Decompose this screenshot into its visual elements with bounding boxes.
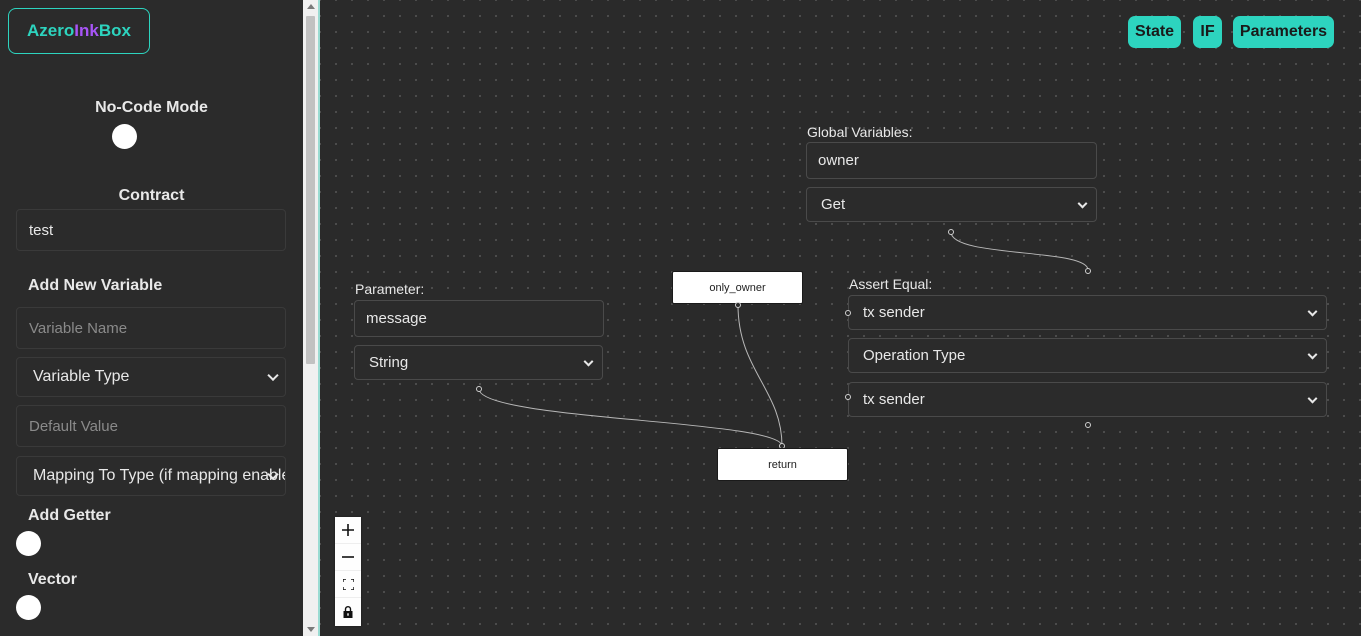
zoom-out-button[interactable] [335, 544, 361, 571]
contract-name-input[interactable]: test [16, 209, 286, 251]
parameter-type-select[interactable]: String [354, 345, 603, 380]
fit-view-icon [342, 578, 354, 590]
plus-icon [342, 524, 354, 536]
global-operation-select[interactable]: Get [806, 187, 1097, 222]
chevron-down-icon [1077, 198, 1088, 209]
scroll-down-arrow-icon[interactable] [307, 627, 315, 632]
sidebar-scrollbar[interactable] [303, 0, 318, 636]
assert-left-handle[interactable] [845, 310, 851, 316]
no-code-mode-toggle[interactable] [112, 124, 137, 149]
chevron-down-icon [583, 356, 594, 367]
return-node[interactable]: return [717, 448, 848, 481]
global-operation-value: Get [821, 196, 846, 213]
lock-button[interactable] [335, 598, 361, 625]
only-owner-node[interactable]: only_owner [672, 271, 803, 304]
default-value-placeholder: Default Value [29, 417, 118, 435]
panel-divider [318, 0, 320, 636]
vector-toggle[interactable] [16, 595, 41, 620]
parameter-type-value: String [369, 354, 409, 371]
add-getter-label: Add Getter [28, 507, 111, 524]
only-owner-node-label: only_owner [709, 281, 766, 294]
global-variables-label: Global Variables: [807, 124, 913, 140]
assert-equal-label: Assert Equal: [849, 276, 933, 292]
logo-text-ink: Ink [74, 21, 99, 40]
state-button[interactable]: State [1128, 16, 1181, 48]
variable-name-input[interactable]: Variable Name [16, 307, 286, 349]
assert-right-handle[interactable] [845, 394, 851, 400]
assert-operation-value: Operation Type [863, 347, 966, 364]
assert-equal-input-handle[interactable] [1085, 268, 1091, 274]
vector-label: Vector [28, 571, 77, 588]
mapping-type-select[interactable]: Mapping To Type (if mapping enabled) [16, 456, 286, 496]
chevron-down-icon [1307, 393, 1318, 404]
assert-left-select[interactable]: tx sender [848, 295, 1327, 330]
assert-right-value: tx sender [863, 391, 925, 408]
contract-label: Contract [118, 187, 185, 204]
lock-icon [343, 605, 353, 618]
variable-name-placeholder: Variable Name [29, 319, 128, 337]
fit-view-button[interactable] [335, 571, 361, 598]
global-variables-output-handle[interactable] [948, 229, 954, 235]
chevron-down-icon [267, 369, 279, 382]
parameter-name-input[interactable]: message [354, 300, 604, 337]
variable-type-select[interactable]: Variable Type [16, 357, 286, 397]
scrollbar-thumb[interactable] [306, 16, 315, 364]
add-variable-heading: Add New Variable [28, 277, 163, 294]
zoom-in-button[interactable] [335, 517, 361, 544]
assert-operation-select[interactable]: Operation Type [848, 338, 1327, 373]
scroll-up-arrow-icon[interactable] [307, 4, 315, 9]
default-value-input[interactable]: Default Value [16, 405, 286, 447]
mapping-type-value: Mapping To Type (if mapping enabled) [33, 467, 286, 484]
only-owner-output-handle[interactable] [735, 302, 741, 308]
parameter-label: Parameter: [355, 281, 425, 297]
chevron-down-icon [1307, 349, 1318, 360]
contract-name-value: test [29, 221, 54, 239]
add-getter-toggle[interactable] [16, 531, 41, 556]
parameter-name-value: message [366, 310, 427, 327]
no-code-mode-label: No-Code Mode [95, 99, 208, 116]
flow-canvas[interactable] [320, 0, 1361, 636]
if-button[interactable]: IF [1193, 16, 1222, 48]
chevron-down-icon [1307, 306, 1318, 317]
assert-left-value: tx sender [863, 304, 925, 321]
assert-equal-output-handle[interactable] [1085, 422, 1091, 428]
global-variable-input[interactable]: owner [806, 142, 1097, 179]
parameters-button[interactable]: Parameters [1233, 16, 1334, 48]
logo-text-azero: Azero [27, 21, 75, 40]
canvas-controls [335, 517, 361, 626]
parameter-output-handle[interactable] [476, 386, 482, 392]
assert-right-select[interactable]: tx sender [848, 382, 1327, 417]
logo-text-box: Box [98, 21, 131, 40]
return-node-label: return [768, 458, 797, 471]
variable-type-value: Variable Type [33, 368, 130, 385]
global-variable-value: owner [818, 152, 859, 169]
minus-icon [342, 556, 354, 558]
